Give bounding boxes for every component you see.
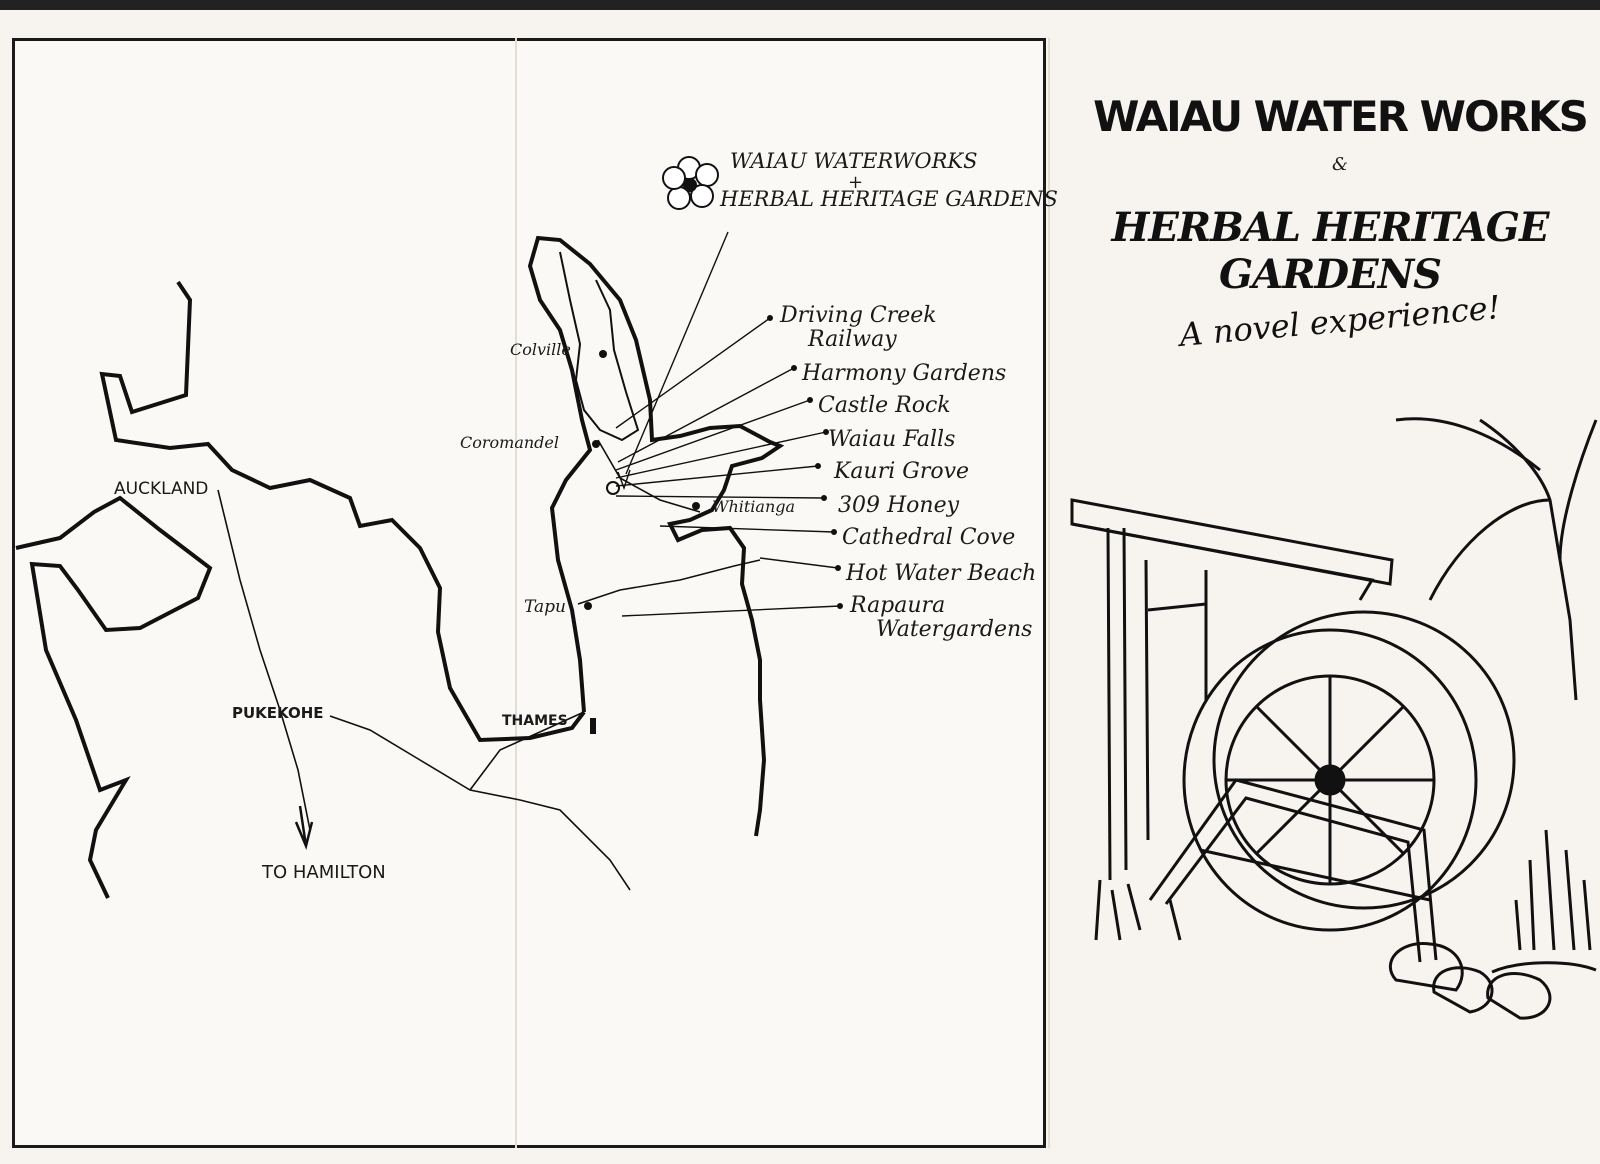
- attraction-harmony-gardens: Harmony Gardens: [801, 361, 1006, 386]
- attraction-kauri-grove: Kauri Grove: [833, 459, 969, 484]
- road-thames: [329, 715, 631, 891]
- label-thames: THAMES: [502, 713, 568, 729]
- fold-line: [515, 38, 517, 1148]
- leader-lines: [615, 231, 841, 617]
- map-legend-plus: +: [848, 172, 863, 193]
- brochure-title: WAIAU WATER WORKS: [1093, 92, 1589, 141]
- inner-coast: [559, 251, 640, 442]
- attraction-rapaura: Rapaura: [849, 593, 945, 618]
- attraction-watergardens: Watergardens: [876, 617, 1032, 642]
- town-marker-thames: [590, 718, 596, 734]
- map-panel: [12, 38, 1046, 1148]
- town-marker-whitianga: [692, 502, 700, 510]
- flower-logo-icon: [662, 156, 719, 210]
- road-tapu: [577, 559, 761, 605]
- attraction-waiau-falls: Waiau Falls: [828, 427, 955, 452]
- road-auckland-hamilton: [217, 489, 311, 831]
- town-marker-tapu: [584, 602, 592, 610]
- brochure-ampersand: &: [1331, 154, 1349, 175]
- arrow-to-hamilton: [294, 805, 314, 850]
- coastline-auckland: [99, 280, 586, 743]
- coastline-coromandel: [527, 235, 785, 837]
- brochure-subtitle: HERBAL HERITAGE GARDENS: [1111, 204, 1550, 298]
- map-legend-line1: WAIAU WATERWORKS: [730, 149, 977, 173]
- attraction-castle-rock: Castle Rock: [818, 393, 951, 418]
- label-tapu: Tapu: [524, 597, 566, 617]
- label-colville: Colville: [510, 340, 571, 359]
- label-coromandel: Coromandel: [460, 433, 559, 452]
- attraction-hot-water-beach: Hot Water Beach: [845, 561, 1036, 586]
- fold-line: [1048, 38, 1050, 1148]
- top-edge: [0, 0, 1600, 10]
- town-marker-colville: [599, 350, 607, 358]
- label-auckland: AUCKLAND: [114, 479, 208, 499]
- attraction-cathedral-cove: Cathedral Cove: [842, 525, 1015, 550]
- label-whitianga: Whitianga: [712, 497, 795, 516]
- waiau-site-marker: [606, 481, 620, 495]
- road-peninsula: [597, 439, 701, 513]
- label-to-hamilton: TO HAMILTON: [261, 862, 386, 883]
- waterwheel-illustration: [1070, 417, 1598, 1020]
- coastline-west: [15, 495, 213, 899]
- attraction-driving-creek: Driving Creek: [779, 303, 937, 328]
- map-legend-line2: HERBAL HERITAGE GARDENS: [719, 187, 1058, 211]
- brochure-cover: WAIAU WATER WORKS & HERBAL HERITAGE GARD…: [1060, 12, 1600, 1162]
- attraction-railway: Railway: [807, 327, 897, 352]
- town-marker-coromandel: [592, 440, 600, 448]
- label-pukekohe: PUKEKOHE: [232, 704, 324, 722]
- road-thames-2: [469, 711, 585, 791]
- attraction-309-honey: 309 Honey: [838, 493, 960, 518]
